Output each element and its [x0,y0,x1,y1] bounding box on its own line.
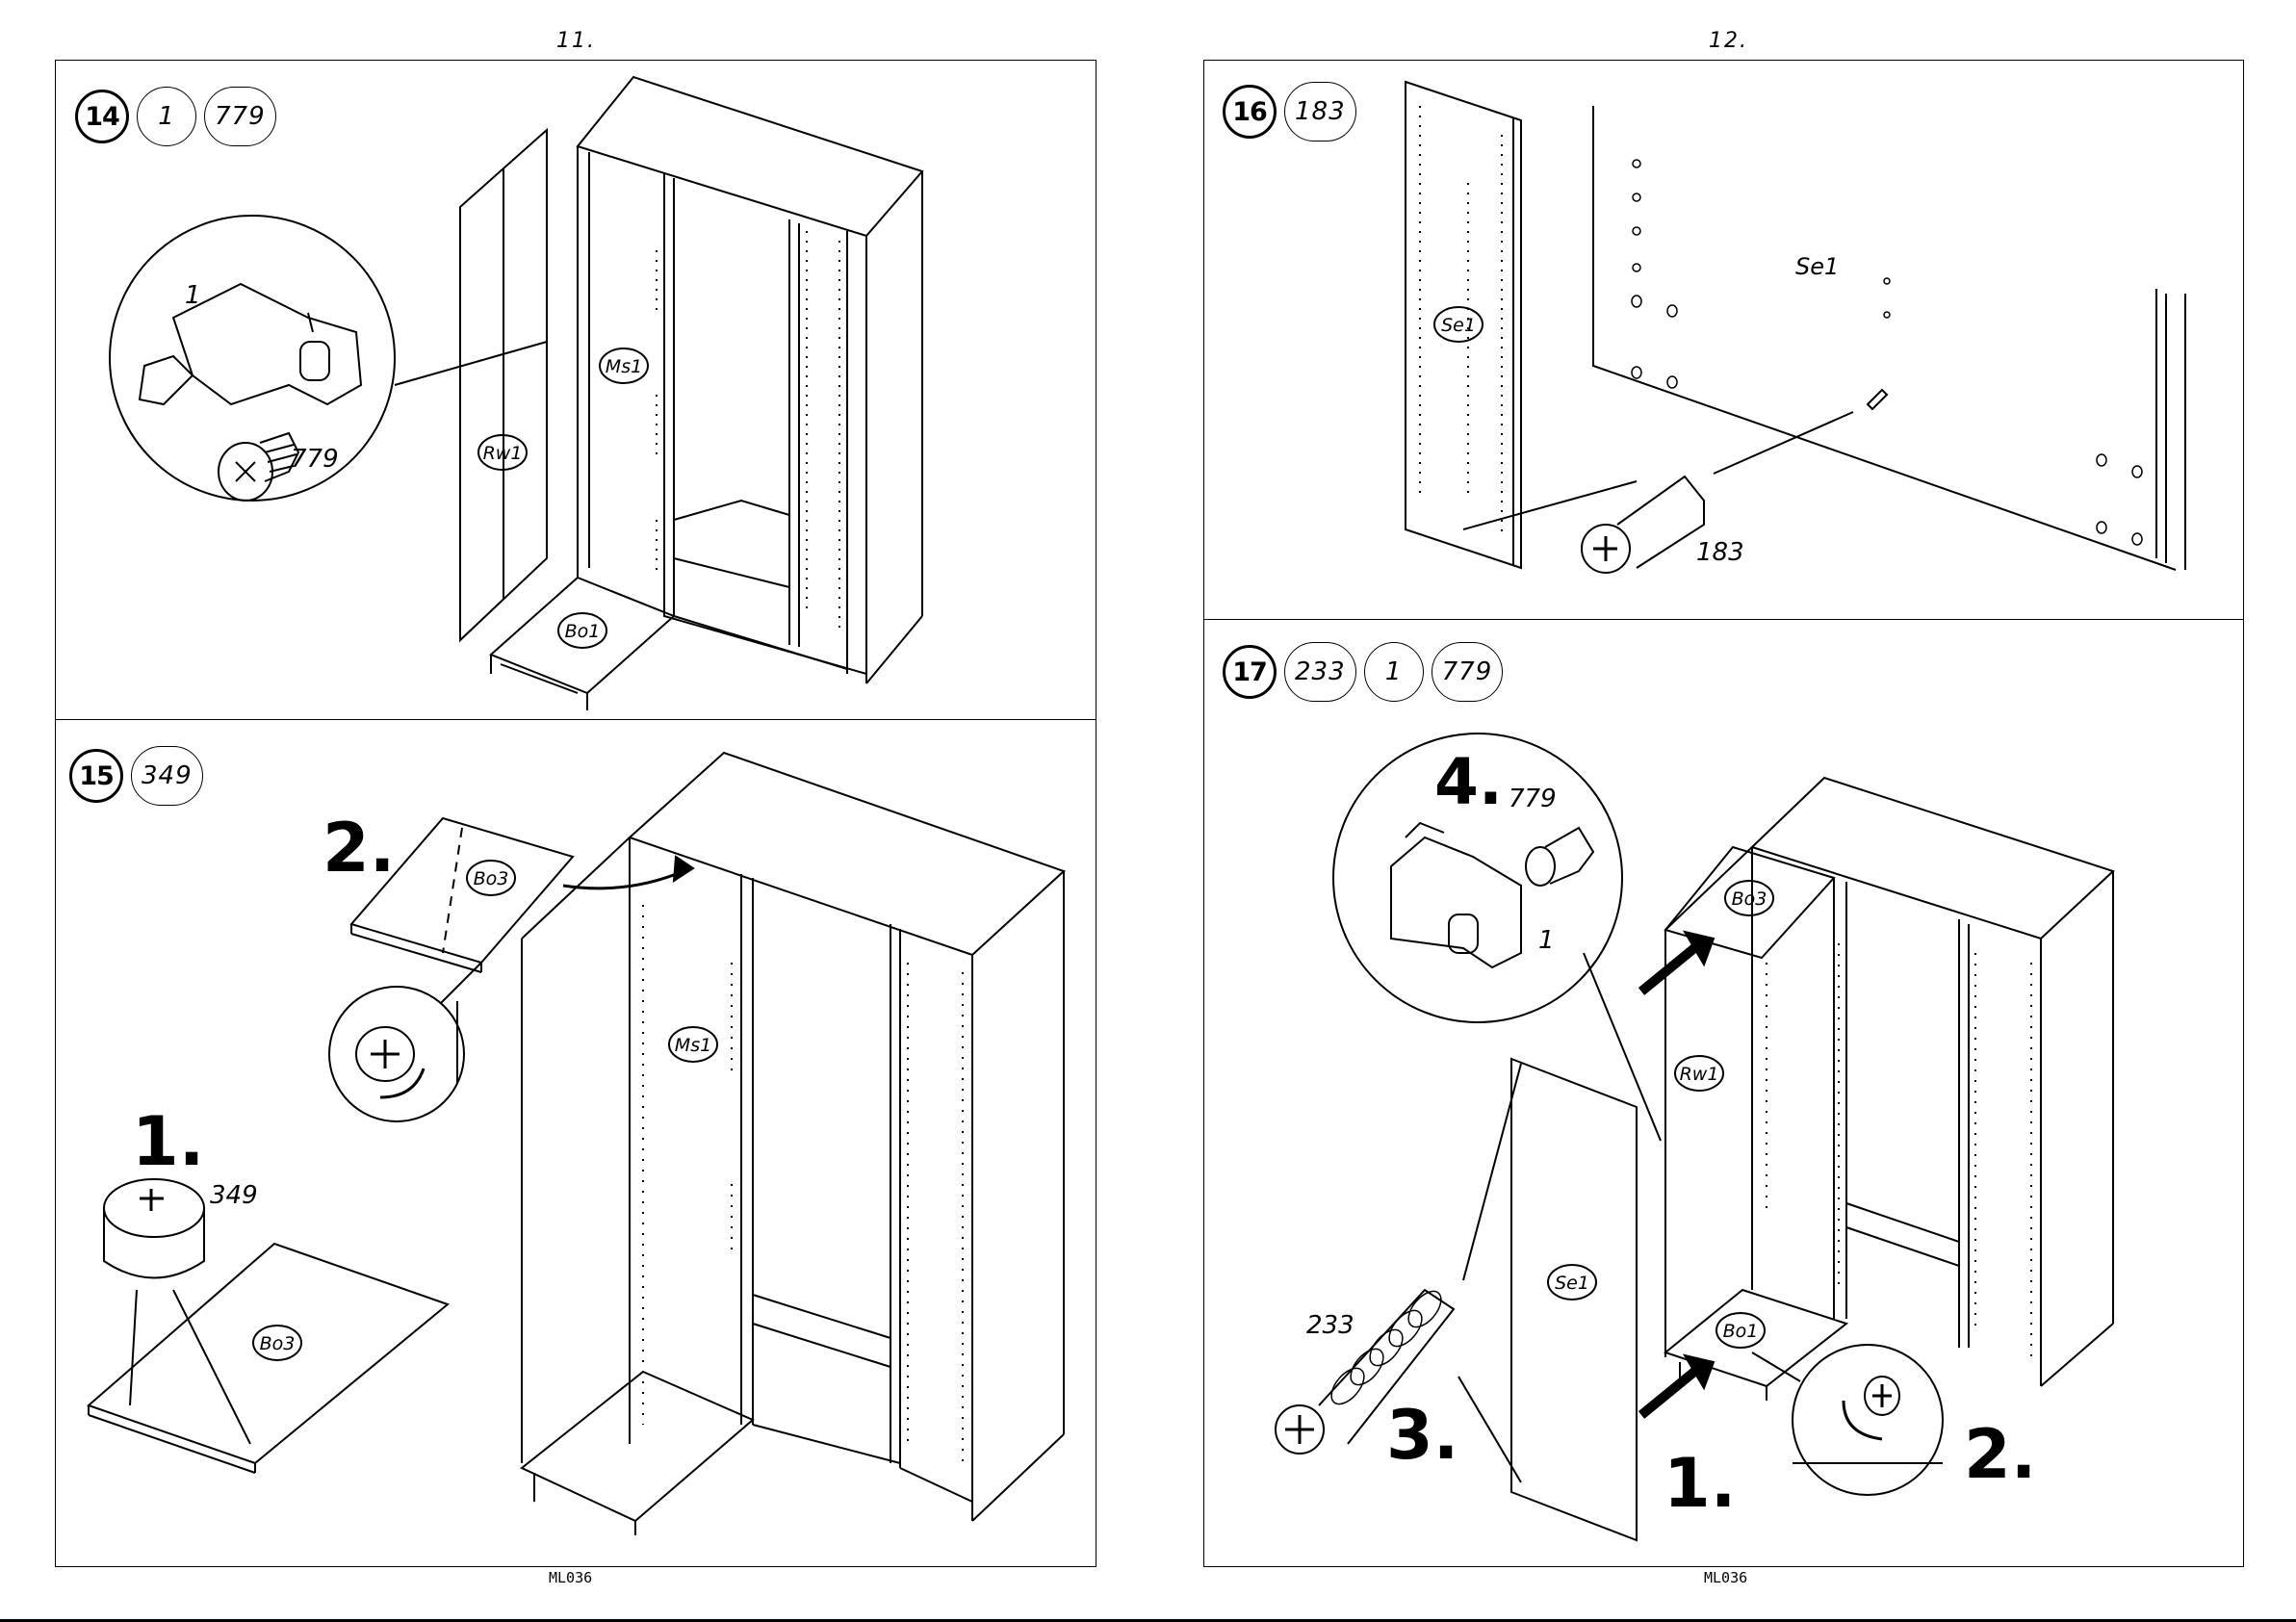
step15-number: 15 [69,749,123,803]
step16-header: 16 183 [1223,82,1356,142]
step14-bottom-label: Bo1 [565,621,601,642]
step17-back-wall-label: Rw1 [1680,1064,1719,1085]
step17-top-label: Bo3 [1732,888,1767,910]
step17-substep-1: 1. [1664,1444,1736,1523]
step14-back-wall-label: Rw1 [483,443,523,464]
step15-cam-fitting [104,1179,204,1278]
step17-connector-label: 233 [1306,1311,1354,1340]
step14-number: 14 [75,90,129,143]
step17-header: 17 233 1 779 [1223,642,1503,702]
step14-part-1: 1 [137,87,196,146]
step16-side-detail-label: Se1 [1795,253,1839,280]
step15-part-1: 349 [131,746,203,806]
step17-bottom-label: Bo1 [1723,1321,1759,1342]
step17-substep-3: 3. [1386,1396,1458,1475]
step14-callout [110,216,395,501]
step17-side-panel-label: Se1 [1555,1273,1589,1294]
step15-shelf-top-label: Bo3 [474,868,509,889]
step14-header: 14 1 779 [75,87,276,146]
step17-side-panel [1458,1059,1637,1540]
step16-panel [1406,82,1637,568]
step16-number: 16 [1223,85,1277,139]
step15-shelf-bottom-label: Bo3 [260,1333,296,1354]
step17-callout-screw-label: 779 [1509,785,1557,813]
step16-dowel-label: 183 [1696,538,1744,567]
step15-header: 15 349 [69,746,203,806]
step15-wardrobe [522,753,1064,1535]
step17-part-3: 779 [1432,642,1504,702]
step16-part-1: 183 [1284,82,1356,142]
step15-cam-label: 349 [210,1181,258,1210]
step16-side-detail [1593,106,2185,570]
step15-middle-wall-label: Ms1 [675,1035,711,1056]
step17-wardrobe [1641,778,2113,1415]
step14-wardrobe [395,77,922,710]
step14-middle-wall-label: Ms1 [606,356,642,377]
doc-code-right: ML036 [1704,1569,1747,1586]
step17-substep-4: 4. [1434,745,1503,819]
step15-shelf-callout [329,963,481,1121]
step17-substep-2: 2. [1964,1415,2036,1494]
step14-part-2: 779 [204,87,276,146]
doc-code-left: ML036 [549,1569,592,1586]
step14-callout-part-label: 1 [185,281,201,310]
step17-number: 17 [1223,645,1277,699]
step15-substep-2: 2. [322,809,395,888]
step17-callout-part-label: 1 [1538,926,1555,955]
step14-callout-screw-label: 779 [291,445,339,474]
step17-turn-callout [1752,1345,1943,1495]
step16-side-panel-label: Se1 [1441,315,1476,336]
step17-part-2: 1 [1364,642,1424,702]
step15-substep-1: 1. [132,1102,204,1181]
step17-part-1: 233 [1284,642,1356,702]
